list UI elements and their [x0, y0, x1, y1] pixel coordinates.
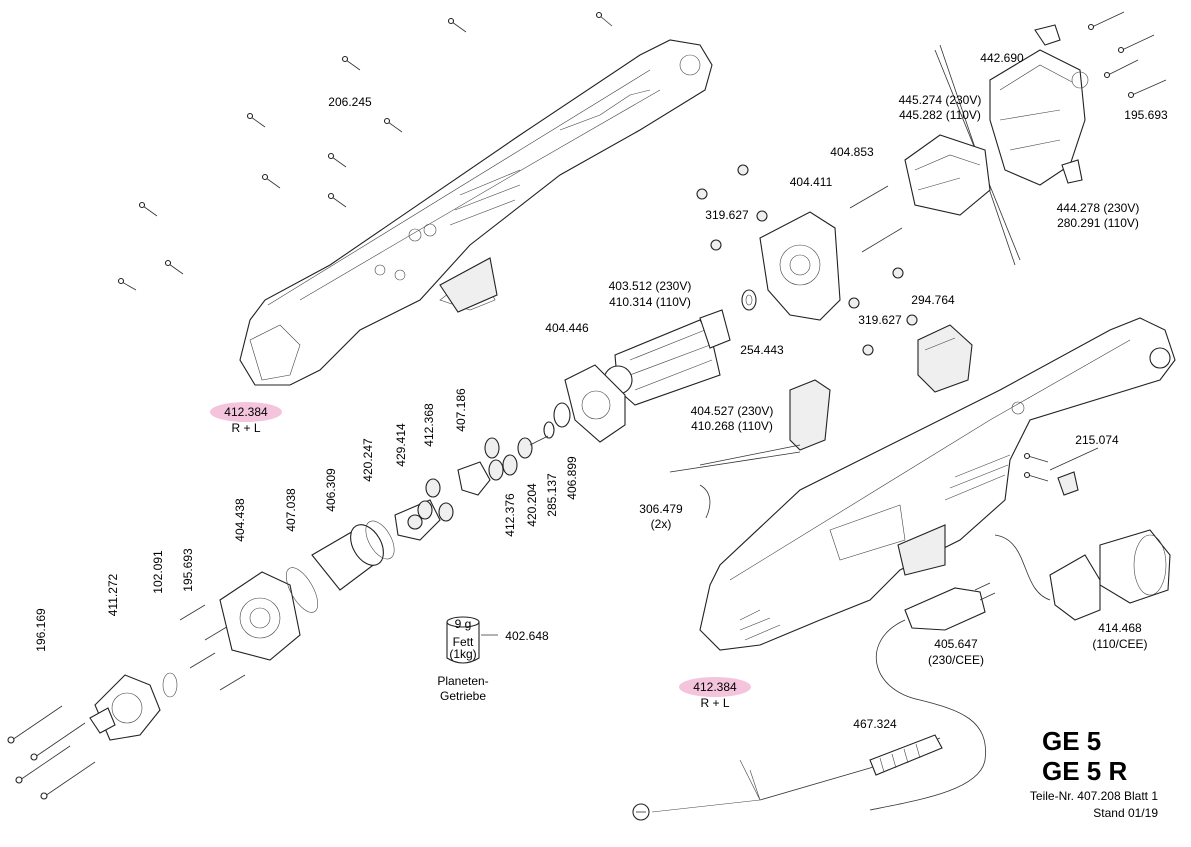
label-102091: 102.091 — [151, 550, 165, 594]
label-206245: 206.245 — [328, 95, 372, 109]
oring-407038 — [285, 567, 319, 613]
bolts-404853 — [849, 185, 903, 253]
model-title-2: GE 5 R — [1042, 756, 1127, 786]
label-406899: 406.899 — [565, 456, 579, 500]
label-407038: 407.038 — [284, 488, 298, 532]
carrier-407186 — [457, 461, 491, 496]
label-467324: 467.324 — [853, 717, 897, 731]
motor-case-442690 — [989, 24, 1089, 186]
housing-screws-upper — [117, 11, 613, 291]
gear-housing-404438 — [219, 571, 301, 661]
highlight-412384-a — [210, 402, 282, 422]
label-rl-b: R + L — [700, 696, 729, 710]
field-coil-stator — [904, 44, 1021, 266]
label-404411: 404.411 — [790, 175, 833, 189]
upper-housing-half — [239, 39, 713, 386]
pinion-420204 — [517, 435, 549, 459]
label-442690: 442.690 — [980, 51, 1024, 65]
hose-306479 — [699, 484, 711, 519]
label-405647-sub: (230/CEE) — [928, 653, 984, 667]
label-412368: 412.368 — [422, 403, 436, 447]
label-rl-a: R + L — [231, 421, 260, 435]
screws-195693-top — [1087, 11, 1167, 99]
label-306479: 306.479 — [639, 502, 683, 516]
footer-stand: Stand 01/19 — [1093, 806, 1158, 820]
ring-gear-406309 — [311, 524, 384, 591]
clips-215074 — [1023, 447, 1099, 496]
schuko-plug-405647 — [869, 582, 996, 811]
nuts-319627 — [696, 164, 918, 356]
label-420247: 420.247 — [361, 438, 375, 482]
front-flange-411272 — [89, 674, 161, 741]
long-screws-196169 — [7, 705, 96, 800]
circlip-102091 — [162, 672, 178, 698]
label-412384-b: 412.384 — [693, 680, 737, 694]
label-195693-top: 195.693 — [1124, 108, 1168, 122]
grease-fett: Fett — [453, 635, 474, 649]
brush-holder-404527 — [669, 379, 831, 473]
label-254443: 254.443 — [740, 343, 784, 357]
switch-294764 — [917, 324, 973, 393]
cee-plug-414468 — [994, 529, 1171, 621]
label-215074: 215.074 — [1075, 433, 1119, 447]
planet-gears-412376 — [484, 437, 518, 481]
label-405647: 405.647 — [934, 637, 978, 651]
label-445274: 445.274 (230V) — [899, 93, 982, 107]
model-title-1: GE 5 — [1042, 726, 1101, 756]
highlight-412384-b — [679, 677, 751, 697]
label-429414: 429.414 — [394, 423, 408, 467]
label-402648: 402.648 — [505, 629, 549, 643]
grease-caption-1: Planeten- — [437, 674, 488, 688]
armature-403512 — [603, 309, 731, 406]
label-306479-qty: (2x) — [651, 517, 672, 531]
label-406309: 406.309 — [324, 468, 338, 512]
label-420204: 420.204 — [525, 483, 539, 527]
label-412384-a: 412.384 — [224, 405, 268, 419]
label-404853: 404.853 — [830, 145, 874, 159]
bearing-254443 — [741, 289, 757, 311]
label-280291: 280.291 (110V) — [1057, 216, 1139, 230]
label-410268: 410.268 (110V) — [691, 419, 773, 433]
label-319627-a: 319.627 — [705, 208, 749, 222]
label-403512: 403.512 (230V) — [609, 279, 692, 293]
grease-can-402648 — [446, 616, 498, 664]
label-412376: 412.376 — [503, 493, 517, 537]
grease-caption-2: Getriebe — [440, 689, 486, 703]
grease-weight: 9 g — [455, 617, 472, 631]
screws-195693-gear — [179, 604, 246, 691]
label-414468: 414.468 — [1098, 621, 1142, 635]
footer-part-number: Teile-Nr. 407.208 Blatt 1 — [1030, 789, 1158, 803]
gear-flange-404446 — [543, 364, 626, 443]
cable-467324 — [632, 734, 943, 821]
planet-gears-412368 — [417, 478, 454, 522]
label-411272: 411.272 — [106, 573, 120, 616]
oring-420247 — [365, 520, 395, 560]
lower-housing-half — [699, 317, 1176, 651]
label-294764: 294.764 — [911, 293, 955, 307]
label-445282: 445.282 (110V) — [899, 108, 981, 122]
bearing-shield-404411 — [759, 211, 841, 321]
label-414468-sub: (110/CEE) — [1092, 637, 1147, 651]
planet-carrier-429414 — [394, 499, 441, 541]
label-404446: 404.446 — [545, 321, 589, 335]
label-285137: 285.137 — [545, 473, 559, 517]
label-195693-v: 195.693 — [181, 548, 195, 592]
label-319627-b: 319.627 — [858, 313, 902, 327]
label-404438: 404.438 — [233, 498, 247, 542]
label-196169: 196.169 — [34, 608, 48, 652]
label-410314: 410.314 (110V) — [609, 295, 691, 309]
grease-qty: (1kg) — [449, 647, 476, 661]
label-407186: 407.186 — [454, 388, 468, 432]
label-404527: 404.527 (230V) — [691, 404, 774, 418]
label-444278: 444.278 (230V) — [1057, 201, 1140, 215]
